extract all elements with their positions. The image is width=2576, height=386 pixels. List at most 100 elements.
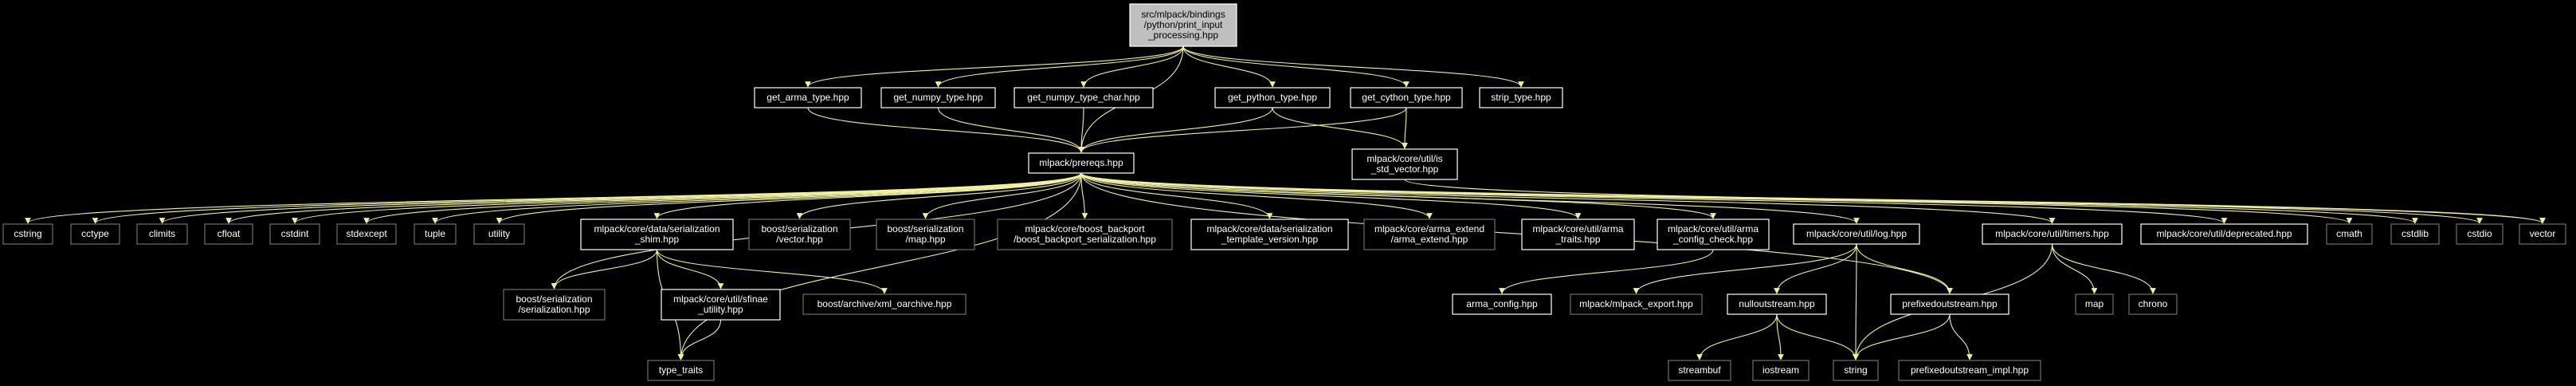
- node-box: [1898, 360, 2041, 381]
- node-arma-config[interactable]: arma_config.hpp: [1452, 293, 1552, 315]
- node-get-cython-type[interactable]: get_cython_type.hpp: [1350, 87, 1463, 108]
- node-box: [1129, 3, 1237, 47]
- edge-prereqs-to-utility: [496, 172, 1082, 224]
- node-nulloutstream[interactable]: nulloutstream.hpp: [1727, 293, 1827, 315]
- node-label: mlpack/core/util/log.hpp: [1806, 228, 1907, 239]
- node-label: mlpack/core/util/sfinae: [673, 293, 768, 305]
- node-streambuf: streambuf: [1668, 360, 1731, 381]
- node-label: string: [1844, 364, 1867, 376]
- edge-get_cython_type-to-is_std_vector: [1402, 107, 1408, 149]
- node-arma-config-check[interactable]: mlpack/core/util/arma_config_check.hpp: [1657, 219, 1770, 250]
- node-prefixedoutstream[interactable]: prefixedoutstream.hpp: [1890, 293, 2009, 315]
- edge-prereqs-to-vector: [1080, 172, 2546, 224]
- node-utility: utility: [473, 223, 525, 245]
- node-label: /boost_backport_serialization.hpp: [1014, 234, 1156, 245]
- node-cctype: cctype: [70, 223, 120, 245]
- node-box: [1363, 219, 1496, 250]
- node-template-version[interactable]: mlpack/core/data/serialization_template_…: [1190, 219, 1349, 250]
- edge-get_arma_type-to-prereqs: [807, 107, 1084, 153]
- node-label: _processing.hpp: [1147, 30, 1218, 41]
- edge-arma_config_check-to-arma_config: [1499, 249, 1714, 294]
- node-label: get_python_type.hpp: [1228, 92, 1317, 103]
- node-strip-type[interactable]: strip_type.hpp: [1479, 87, 1563, 108]
- node-label: cctype: [81, 228, 109, 239]
- node-mlpack-export: mlpack/mlpack_export.hpp: [1570, 293, 1703, 315]
- edge-get_python_type-to-is_std_vector: [1272, 107, 1408, 149]
- edge-get_numpy_type_char-to-prereqs: [1078, 107, 1084, 153]
- node-boost-serialization: boost/serialization/serialization.hpp: [503, 289, 606, 321]
- node-label: cmath: [2336, 228, 2362, 239]
- edge-root-to-strip_type: [1182, 45, 1524, 88]
- edge-prefixedoutstream-to-string: [1853, 313, 1951, 360]
- node-label: /python/print_input: [1144, 19, 1223, 30]
- node-label: stdexcept: [346, 228, 387, 239]
- node-boost-ser-map: boost/serialization/map.hpp: [876, 219, 975, 250]
- edge-log-to-mlpack_export: [1633, 243, 1857, 294]
- node-label: mlpack/core/data/serialization: [594, 223, 719, 234]
- node-label: get_arma_type.hpp: [767, 92, 849, 103]
- node-box: [1351, 148, 1458, 180]
- node-serialization-shim[interactable]: mlpack/core/data/serialization_shim.hpp: [580, 219, 734, 250]
- node-sfinae-utility[interactable]: mlpack/core/util/sfinae_utility.hpp: [661, 289, 781, 321]
- node-boost-ser-vector: boost/serialization/vector.hpp: [748, 219, 851, 250]
- node-get-arma-type[interactable]: get_arma_type.hpp: [754, 87, 862, 108]
- node-box: [876, 219, 975, 250]
- node-label: climits: [149, 228, 175, 239]
- node-box: [1521, 219, 1635, 250]
- node-get-numpy-type-char[interactable]: get_numpy_type_char.hpp: [1014, 87, 1154, 108]
- node-label: _std_vector.hpp: [1370, 163, 1439, 175]
- node-label: mlpack/core/util/arma: [1532, 223, 1623, 234]
- edge-prereqs-to-cfloat: [225, 172, 1082, 224]
- node-box: [336, 223, 397, 245]
- node-cstdint: cstdint: [269, 223, 320, 245]
- node-label: mlpack/core/util/is: [1366, 153, 1442, 164]
- edge-sfinae_utility-to-type_traits: [677, 319, 722, 360]
- node-box: [754, 87, 862, 108]
- node-label: mlpack/core/util/arma: [1668, 223, 1759, 234]
- node-label: mlpack/prereqs.hpp: [1039, 157, 1123, 168]
- node-prefixedoutstream-impl: prefixedoutstream_impl.hpp: [1898, 360, 2041, 381]
- node-box: [2140, 223, 2308, 245]
- node-box: [2456, 223, 2503, 245]
- node-vector: vector: [2519, 223, 2566, 245]
- node-is-std-vector[interactable]: mlpack/core/util/is_std_vector.hpp: [1351, 148, 1458, 180]
- node-label: cstring: [14, 228, 41, 239]
- node-deprecated[interactable]: mlpack/core/util/deprecated.hpp: [2140, 223, 2308, 245]
- node-timers[interactable]: mlpack/core/util/timers.hpp: [1982, 223, 2123, 245]
- edge-nulloutstream-to-iostream: [1776, 313, 1784, 360]
- node-box: [1479, 87, 1563, 108]
- node-label: mlpack/core/data/serialization: [1206, 223, 1332, 234]
- node-get-python-type[interactable]: get_python_type.hpp: [1214, 87, 1331, 108]
- node-label: prefixedoutstream_impl.hpp: [1911, 364, 2029, 376]
- node-box: [1752, 360, 1809, 381]
- node-label: arma_config.hpp: [1466, 298, 1538, 309]
- node-label: strip_type.hpp: [1491, 92, 1551, 103]
- node-label: /vector.hpp: [776, 234, 823, 245]
- edge-get_cython_type-to-prereqs: [1078, 107, 1407, 153]
- node-get-numpy-type[interactable]: get_numpy_type.hpp: [880, 87, 996, 108]
- edge-prereqs-to-type_traits: [677, 172, 1082, 360]
- node-label: /arma_extend.hpp: [1391, 234, 1468, 245]
- node-arma-extend: mlpack/core/arma_extend/arma_extend.hpp: [1363, 219, 1496, 250]
- node-box: [2128, 293, 2178, 315]
- edge-prereqs-to-arma_extend: [1080, 172, 1433, 219]
- node-label: boost/serialization: [887, 223, 963, 234]
- edge-nulloutstream-to-string: [1776, 313, 1859, 360]
- edge-prereqs-to-climits: [159, 172, 1082, 224]
- edge-log-to-nulloutstream: [1774, 243, 1857, 294]
- node-log[interactable]: mlpack/core/util/log.hpp: [1793, 223, 1920, 245]
- node-box: [997, 219, 1173, 250]
- node-label: vector: [2530, 228, 2556, 239]
- node-box: [204, 223, 253, 245]
- node-chrono: chrono: [2128, 293, 2178, 315]
- node-map: map: [2075, 293, 2114, 315]
- node-label: _config_check.hpp: [1672, 234, 1753, 245]
- node-arma-traits[interactable]: mlpack/core/util/arma_traits.hpp: [1521, 219, 1635, 250]
- node-box: [1657, 219, 1770, 250]
- node-prereqs[interactable]: mlpack/prereqs.hpp: [1028, 152, 1135, 174]
- node-box: [2075, 293, 2114, 315]
- edge-timers-to-map: [2051, 243, 2098, 294]
- node-label: src/mlpack/bindings: [1141, 9, 1225, 20]
- edge-serialization_shim-to-xml_oarchive: [656, 249, 888, 294]
- node-label: mlpack/core/util/timers.hpp: [1995, 228, 2109, 239]
